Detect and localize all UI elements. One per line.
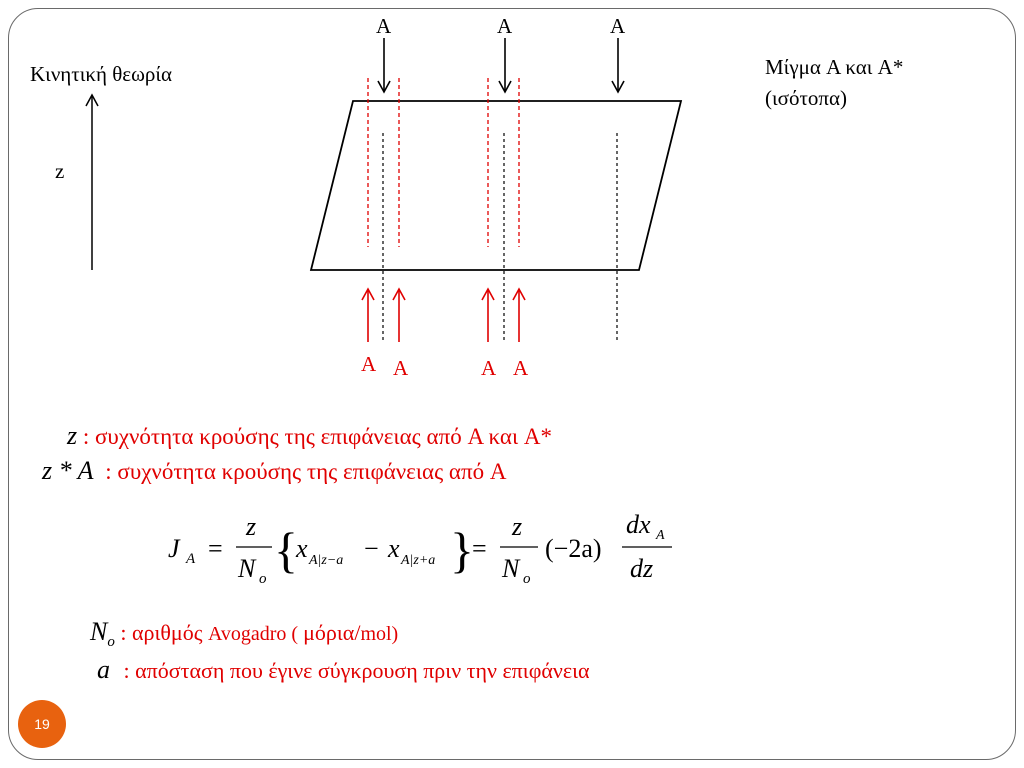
- eq-N-sub-2: o: [523, 571, 531, 587]
- bottom-red-arrows: [361, 287, 526, 342]
- eq-z-numerator-2: z: [511, 512, 522, 541]
- mixture-label: Μίγμα A και A*: [765, 55, 904, 79]
- zstar-symbol: z * A: [42, 456, 94, 485]
- top-particle-label: A: [376, 14, 392, 38]
- isotopes-label: (ισότοπα): [765, 86, 848, 110]
- z-symbol: z: [67, 421, 78, 450]
- eq-x2: x: [387, 534, 400, 563]
- eq-left-brace: {: [274, 522, 298, 578]
- eq-x1: x: [295, 534, 308, 563]
- eq-right-brace: }: [450, 522, 474, 578]
- slide-number-badge: 19: [18, 700, 66, 748]
- eq-dx-sub: A: [655, 528, 665, 543]
- eq-x2-sub: A|z+a: [400, 553, 435, 568]
- eq-z-numerator: z: [245, 512, 256, 541]
- slide-frame: [8, 8, 1016, 760]
- eq-J: J: [168, 534, 181, 563]
- eq-equals-2: =: [472, 534, 487, 563]
- eq-N: N: [237, 554, 257, 583]
- bottom-particle-label: A: [481, 356, 497, 380]
- zstar-definition-text: : συχνότητα κρούσης της επιφάνειας από A: [105, 459, 507, 484]
- top-arrow-1: [377, 38, 391, 94]
- surface-plane: [309, 100, 683, 271]
- a-symbol: a: [97, 655, 110, 684]
- black-dashed-lines: [382, 133, 618, 343]
- bottom-particle-label: A: [393, 356, 409, 380]
- red-dashed-lines: [367, 78, 520, 247]
- z-definition-text: : συχνότητα κρούσης της επιφάνειας από A…: [82, 424, 553, 449]
- eq-dz: dz: [630, 554, 653, 583]
- definition-zstar: z * A : συχνότητα κρούσης της επιφάνειας…: [42, 456, 506, 486]
- bottom-particle-label: A: [361, 352, 377, 376]
- eq-factor: (−2a): [545, 534, 602, 563]
- top-particle-label: A: [497, 14, 513, 38]
- definition-avogadro: No : αριθμός Avogadro ( μόρια/mol): [90, 617, 398, 651]
- No-subscript: o: [107, 634, 115, 650]
- eq-J-sub: A: [185, 551, 196, 567]
- top-particle-label: A: [610, 14, 626, 38]
- a-definition-text: : απόσταση που έγινε σύγκρουση πριν την …: [123, 658, 590, 683]
- definition-a: a : απόσταση που έγινε σύγκρουση πριν τη…: [97, 655, 590, 685]
- No-text-3: μόρια/: [303, 620, 361, 645]
- z-axis-label: z: [55, 159, 65, 183]
- title-kinetic-theory: Κινητική θεωρία: [30, 62, 173, 86]
- definition-z: z : συχνότητα κρούσης της επιφάνειας από…: [67, 421, 552, 451]
- No-text-2: Avogadro (: [207, 623, 304, 645]
- top-arrow-3: [611, 38, 625, 94]
- eq-N-2: N: [501, 554, 521, 583]
- No-text-4: mol): [360, 623, 399, 645]
- eq-minus: −: [364, 534, 379, 563]
- top-arrow-2: [498, 38, 512, 94]
- z-axis-arrow: [85, 93, 99, 270]
- No-symbol: N: [90, 617, 108, 646]
- flux-equation: J A = z N o { x A|z−a − x A|z+a } = z N …: [168, 510, 672, 587]
- eq-equals-1: =: [208, 534, 223, 563]
- eq-dx: dx: [626, 510, 651, 539]
- No-text-1: : αριθμός: [120, 620, 208, 645]
- eq-N-sub: o: [259, 571, 267, 587]
- bottom-particle-label: A: [513, 356, 529, 380]
- eq-x1-sub: A|z−a: [308, 553, 343, 568]
